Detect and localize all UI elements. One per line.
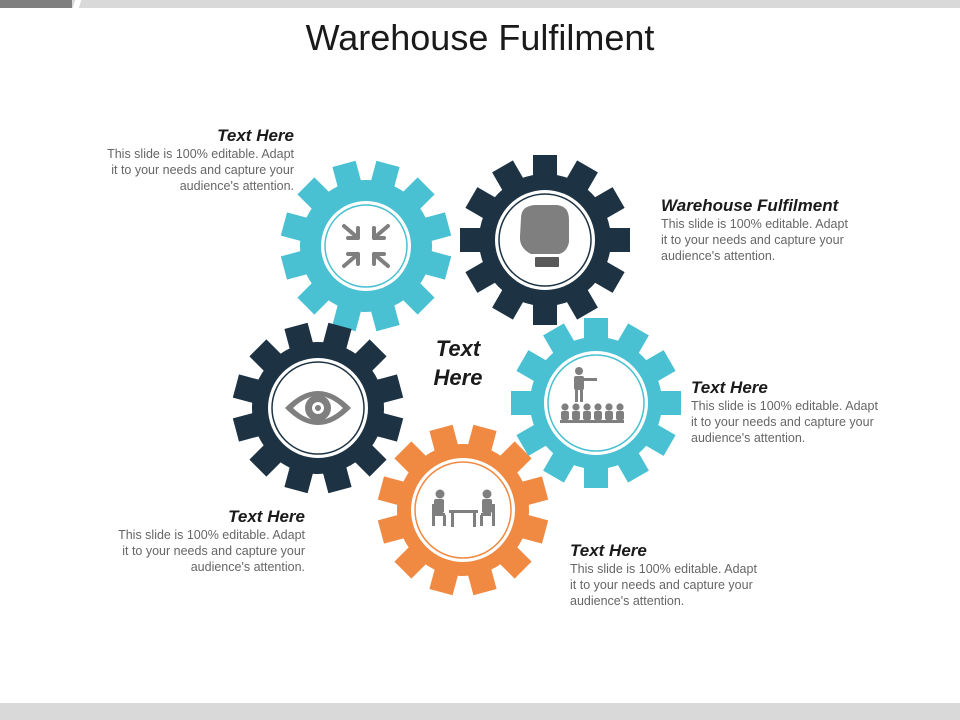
text-block-body-line: audience's attention. — [179, 179, 294, 193]
text-block-heading: Text Here — [228, 507, 305, 526]
text-block-heading: Text Here — [691, 378, 768, 397]
text-block-body-line: audience's attention. — [661, 249, 776, 263]
text-block-body-line: audience's attention. — [691, 431, 806, 445]
text-block-body-line: audience's attention. — [570, 594, 685, 608]
text-block-bottom-left: Text Here This slide is 100% editable. A… — [65, 507, 305, 575]
fist-icon — [519, 205, 569, 267]
text-block-heading: Warehouse Fulfilment — [661, 196, 839, 215]
gear-presentation — [511, 318, 681, 488]
top-decor-bar — [0, 0, 960, 8]
text-block-top-left: Text Here This slide is 100% editable. A… — [54, 126, 294, 194]
text-block-bottom-right: Text Here This slide is 100% editable. A… — [570, 541, 810, 609]
top-decor-accent — [0, 0, 72, 8]
text-block-body-line: This slide is 100% editable. Adapt — [118, 528, 305, 542]
gear-meeting-inner — [411, 458, 515, 562]
text-block-body-line: This slide is 100% editable. Adapt — [691, 399, 878, 413]
meeting-icon — [432, 489, 495, 527]
gear-arrows-inner — [321, 201, 411, 291]
text-block-heading: Text Here — [570, 541, 647, 560]
text-block-heading: Text Here — [217, 126, 294, 145]
slide-title: Warehouse Fulfilment — [305, 17, 655, 58]
text-block-body-line: it to your needs and capture your — [570, 578, 753, 592]
bottom-decor-bar — [0, 703, 960, 720]
arrows-in-icon — [342, 224, 390, 268]
text-block-top-right: Warehouse Fulfilment This slide is 100% … — [661, 196, 901, 264]
gear-fist — [460, 155, 630, 325]
text-block-body-line: This slide is 100% editable. Adapt — [661, 217, 848, 231]
center-label-line2: Here — [433, 365, 483, 390]
text-block-body-line: This slide is 100% editable. Adapt — [570, 562, 757, 576]
eye-icon — [285, 391, 351, 425]
text-block-body-line: This slide is 100% editable. Adapt — [107, 147, 294, 161]
text-block-body-line: it to your needs and capture your — [661, 233, 844, 247]
text-block-body-line: it to your needs and capture your — [122, 544, 305, 558]
text-block-middle-right: Text Here This slide is 100% editable. A… — [691, 378, 931, 446]
presenter-audience-icon — [560, 367, 624, 423]
gear-eye-inner — [268, 358, 368, 458]
center-label: Text Here — [408, 334, 508, 392]
text-block-body-line: audience's attention. — [190, 560, 305, 574]
text-block-body-line: it to your needs and capture your — [111, 163, 294, 177]
center-label-line1: Text — [435, 336, 481, 361]
text-block-body-line: it to your needs and capture your — [691, 415, 874, 429]
